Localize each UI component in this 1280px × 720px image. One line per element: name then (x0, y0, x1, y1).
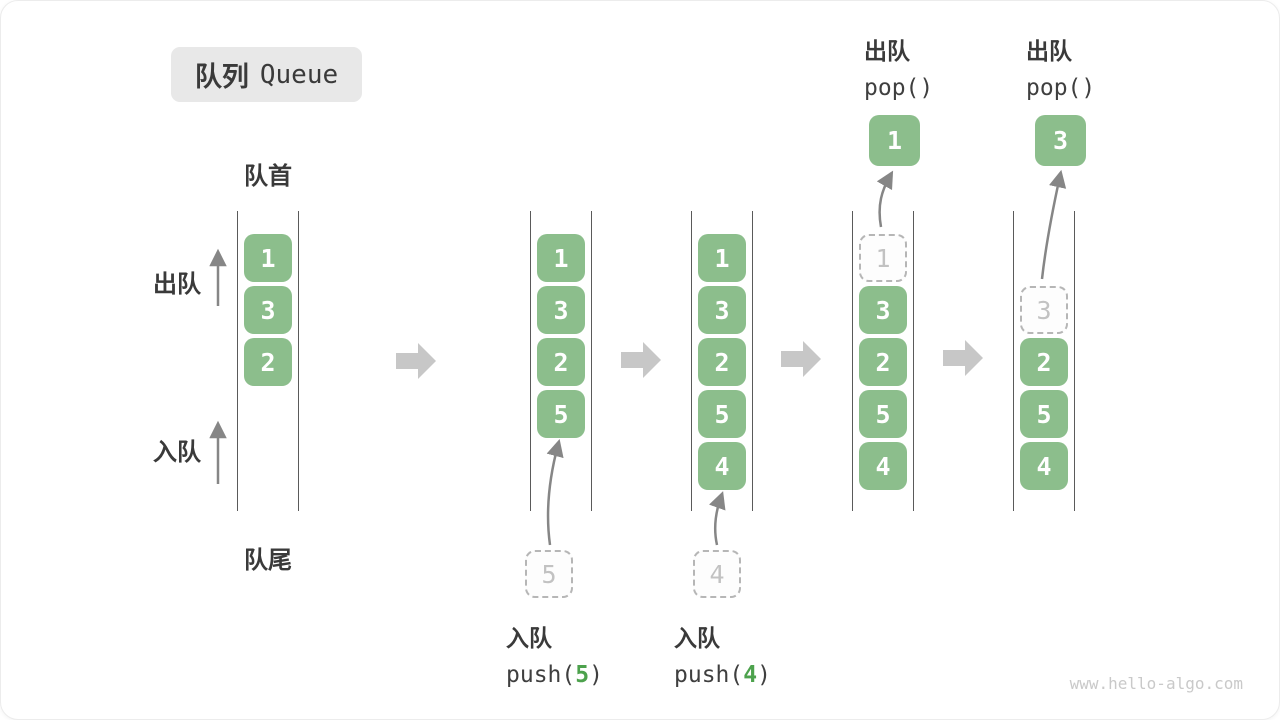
staged-element: 5 (525, 550, 573, 598)
queue-element: 4 (1020, 442, 1068, 490)
code-argument: 4 (743, 662, 758, 688)
queue-element: 3 (244, 286, 292, 334)
queue-element: 3 (698, 286, 746, 334)
queue-element: 2 (859, 338, 907, 386)
queue-element: 3 (859, 286, 907, 334)
queue-container-state-4 (852, 211, 914, 511)
queue-element: 2 (537, 338, 585, 386)
title-badge: 队列 Queue (171, 47, 362, 102)
queue-element: 5 (537, 390, 585, 438)
queue-container-state-1 (237, 211, 299, 511)
state-transition-arrow-icon (621, 342, 661, 378)
operation-code: pop() (1026, 75, 1096, 101)
removed-element-ghost: 1 (859, 234, 907, 282)
queue-element: 3 (537, 286, 585, 334)
operation-code: push(5) (506, 662, 603, 688)
operation-name: 入队 (674, 625, 720, 651)
operation-name: 出队 (1026, 38, 1072, 64)
popped-element: 3 (1035, 115, 1086, 166)
queue-element: 5 (859, 390, 907, 438)
dequeue-side-label: 出队 (153, 271, 201, 298)
operation-name: 出队 (864, 38, 910, 64)
queue-container-state-2 (530, 211, 592, 511)
queue-front-label: 队首 (244, 163, 292, 190)
queue-container-state-5 (1013, 211, 1075, 511)
dequeue-operation-label: 出队 pop() (1026, 32, 1095, 101)
state-transition-arrow-icon (781, 341, 821, 377)
operation-code: push(4) (674, 662, 771, 688)
enqueue-side-label: 入队 (153, 439, 201, 466)
code-argument: 5 (575, 662, 590, 688)
popped-element: 1 (869, 115, 920, 166)
enqueue-operation-label: 入队 push(5) (506, 619, 603, 688)
title-en: Queue (259, 59, 339, 90)
operation-code: pop() (864, 75, 934, 101)
queue-element: 2 (1020, 338, 1068, 386)
queue-element: 5 (698, 390, 746, 438)
queue-element: 5 (1020, 390, 1068, 438)
queue-element: 4 (859, 442, 907, 490)
staged-element: 4 (693, 550, 741, 598)
queue-rear-label: 队尾 (244, 547, 292, 574)
queue-element: 1 (244, 234, 292, 282)
watermark: www.hello-algo.com (1069, 674, 1243, 693)
removed-element-ghost: 3 (1020, 286, 1068, 334)
queue-container-state-3 (691, 211, 753, 511)
queue-element: 2 (244, 338, 292, 386)
state-transition-arrow-icon (396, 343, 436, 379)
operation-name: 入队 (506, 625, 552, 651)
dequeue-operation-label: 出队 pop() (864, 32, 933, 101)
state-transition-arrow-icon (943, 340, 983, 376)
enqueue-operation-label: 入队 push(4) (674, 619, 771, 688)
queue-element: 1 (698, 234, 746, 282)
queue-element: 1 (537, 234, 585, 282)
title-zh: 队列 (194, 62, 249, 92)
queue-element: 2 (698, 338, 746, 386)
queue-element: 4 (698, 442, 746, 490)
